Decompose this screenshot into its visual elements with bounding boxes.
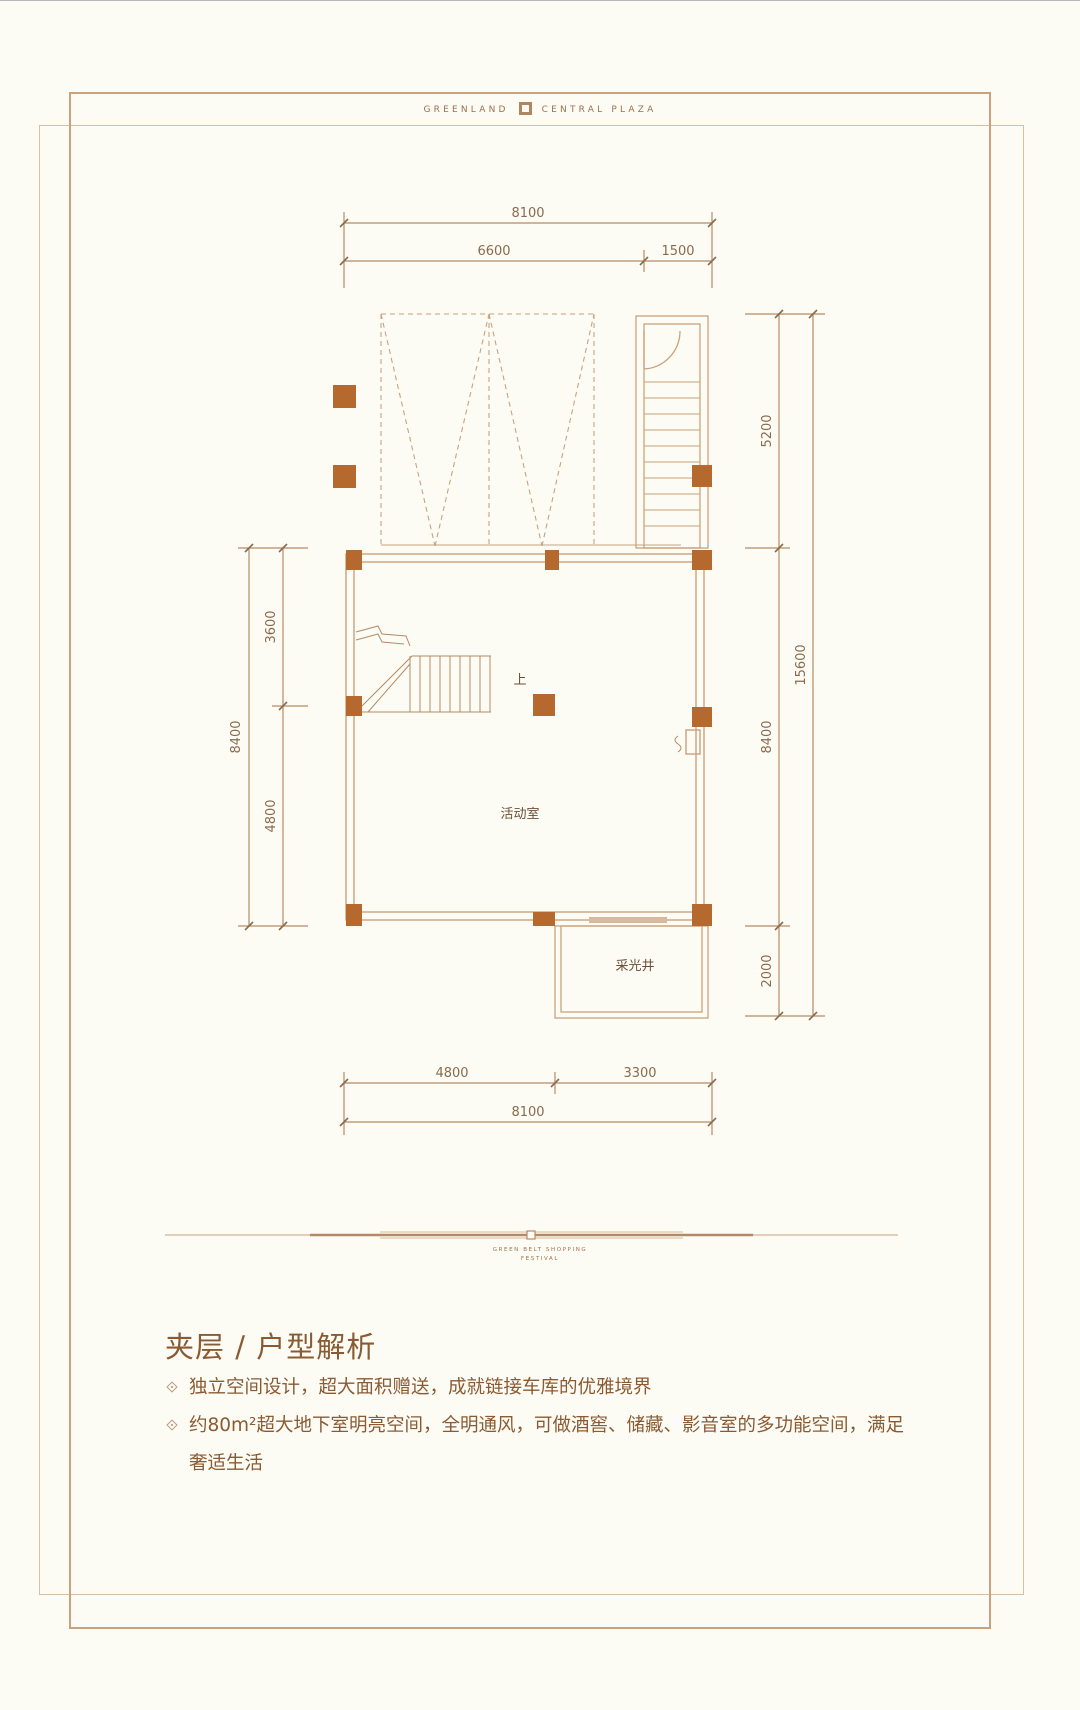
- brand-left-text: GREENLAND: [423, 105, 509, 115]
- dimension-lines: [238, 212, 825, 1135]
- column: [346, 696, 362, 716]
- brand-right-text: CENTRAL PLAZA: [541, 105, 657, 115]
- outer-frame: [69, 92, 991, 1629]
- top-rule: [0, 0, 1080, 1]
- column: [346, 904, 362, 926]
- dim-right-bottom: 2000: [760, 954, 775, 987]
- feature-list: 独立空间设计，超大面积赠送，成就链接车库的优雅境界 约80m²超大地下室明亮空间…: [165, 1369, 905, 1483]
- dim-top-left: 6600: [477, 244, 510, 259]
- ornamental-divider: [165, 1230, 898, 1240]
- activity-room-walls: [345, 553, 705, 923]
- column: [533, 694, 555, 716]
- column: [333, 385, 356, 408]
- internal-stair: [355, 625, 682, 753]
- column: [692, 465, 712, 487]
- dim-bottom-left: 4800: [435, 1066, 468, 1081]
- dim-bottom-right: 3300: [623, 1066, 656, 1081]
- dim-left-total: 8400: [229, 720, 244, 753]
- feature-text: 约80m²超大地下室明亮空间，全明通风，可做酒窖、储藏、影音室的多功能空间，满足…: [189, 1415, 904, 1474]
- inner-frame: [39, 125, 1024, 1595]
- dim-bottom-total: 8100: [511, 1105, 544, 1120]
- feature-item: 约80m²超大地下室明亮空间，全明通风，可做酒窖、储藏、影音室的多功能空间，满足…: [165, 1407, 905, 1483]
- column: [346, 550, 362, 570]
- structural-columns: [333, 385, 712, 926]
- column: [333, 465, 356, 488]
- column: [692, 550, 712, 570]
- dim-top-right: 1500: [661, 244, 694, 259]
- stair-tower: [635, 315, 709, 549]
- column: [533, 912, 555, 926]
- dim-right-top: 5200: [760, 414, 775, 447]
- festival-tag: GREEN BELT SHOPPING FESTIVAL: [0, 1246, 1080, 1264]
- festival-line-2: FESTIVAL: [520, 1256, 560, 1262]
- dim-right-total: 15600: [794, 644, 809, 685]
- dimension-ticks: [244, 218, 818, 1127]
- dim-top-total: 8100: [511, 206, 544, 221]
- feature-text: 独立空间设计，超大面积赠送，成就链接车库的优雅境界: [189, 1377, 652, 1398]
- dim-right-middle: 8400: [760, 720, 775, 753]
- section-title: 夹层 / 户型解析: [165, 1330, 377, 1364]
- column: [692, 904, 712, 926]
- room-label-activity: 活动室: [500, 806, 539, 822]
- column: [692, 707, 712, 727]
- brand-header: GREENLAND CENTRAL PLAZA: [0, 102, 1080, 116]
- stair-up-label: 上: [513, 673, 526, 688]
- garage-outline: [380, 313, 681, 548]
- feature-item: 独立空间设计，超大面积赠送，成就链接车库的优雅境界: [165, 1369, 905, 1407]
- dim-left-lower: 4800: [264, 799, 279, 832]
- dim-left-upper: 3600: [264, 610, 279, 643]
- diamond-bullet-icon: [166, 1381, 178, 1393]
- festival-line-1: GREEN BELT SHOPPING: [492, 1247, 588, 1253]
- column: [545, 550, 559, 570]
- room-label-light-well: 采光井: [615, 959, 654, 974]
- light-well: [554, 925, 709, 1019]
- floor-plan: 8100 6600 1500 4800 3300 8100 8400 3600 …: [229, 206, 825, 1135]
- brand-logo-mark: [518, 102, 532, 115]
- diamond-bullet-icon: [166, 1419, 178, 1431]
